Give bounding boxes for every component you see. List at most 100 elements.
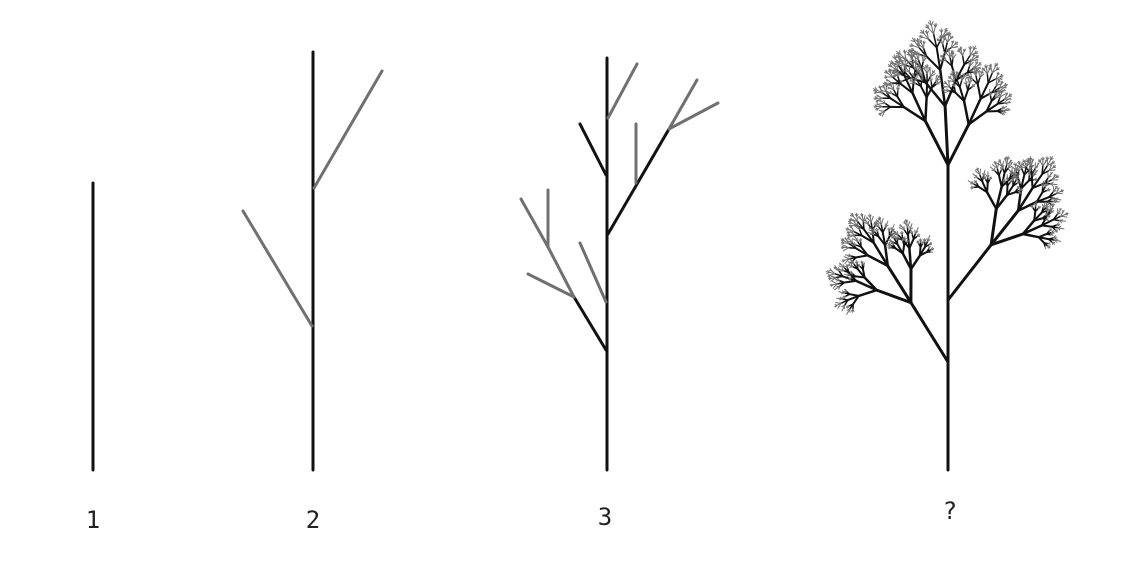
branch (1047, 245, 1049, 249)
branch (1040, 224, 1053, 228)
branch (977, 185, 989, 194)
branch (911, 91, 927, 123)
branch (923, 119, 950, 167)
branch (830, 279, 834, 282)
branch (870, 218, 873, 223)
branch (886, 264, 913, 305)
branch (848, 241, 853, 244)
branch (917, 55, 920, 61)
branch (834, 287, 838, 291)
branch (833, 281, 838, 285)
branch (1040, 210, 1048, 214)
branch (1027, 159, 1031, 162)
branch (975, 70, 978, 76)
branch (995, 74, 998, 80)
branch (861, 261, 864, 265)
branch (926, 69, 930, 75)
branch (884, 102, 892, 108)
branch (895, 68, 898, 73)
branch (971, 181, 974, 185)
branch (892, 230, 896, 233)
branch (859, 217, 864, 222)
branch (889, 233, 893, 236)
branch (976, 83, 982, 100)
branch (1002, 93, 1006, 96)
branch (894, 233, 899, 236)
branch (925, 55, 942, 71)
branch (863, 228, 875, 244)
branch (843, 279, 858, 284)
branch (985, 100, 993, 113)
branch (848, 303, 854, 307)
branch (918, 42, 921, 46)
branch (987, 72, 994, 84)
branch (986, 182, 989, 194)
branch (991, 164, 995, 167)
branch (1000, 168, 1004, 171)
branch (873, 224, 877, 226)
branch (1050, 181, 1054, 185)
branch (852, 294, 860, 305)
branch (989, 207, 998, 247)
branch (945, 86, 951, 88)
branch (845, 245, 850, 249)
branch (997, 80, 1001, 83)
branch (1021, 224, 1044, 236)
branch (1041, 189, 1048, 194)
branch (928, 27, 935, 35)
branch (888, 80, 893, 84)
branch (1007, 177, 1010, 181)
branch (912, 235, 919, 240)
branch (1015, 177, 1020, 181)
branch (991, 69, 997, 74)
branch (916, 51, 918, 55)
branch (1055, 189, 1059, 195)
branch (979, 81, 990, 100)
branch (969, 63, 973, 67)
branch (1052, 218, 1061, 222)
branch (945, 81, 947, 85)
branch (946, 53, 951, 58)
branch (921, 70, 923, 74)
branch (941, 31, 946, 39)
branch (1057, 240, 1062, 242)
branch (972, 186, 980, 189)
branch (863, 276, 878, 292)
branch (948, 48, 951, 52)
branch (847, 261, 851, 264)
branch (855, 223, 859, 226)
branch (944, 41, 948, 54)
branch-left-small (578, 241, 608, 304)
branch (1037, 236, 1045, 244)
branch (869, 214, 872, 218)
branch (969, 49, 974, 56)
branch (899, 57, 902, 61)
branch (847, 231, 851, 233)
branch (874, 104, 878, 107)
branch (908, 221, 911, 225)
branch (856, 213, 859, 217)
branch (948, 90, 957, 94)
branch (1034, 207, 1039, 213)
branch (851, 227, 855, 233)
branch (849, 226, 853, 229)
branch (857, 288, 878, 298)
branch (996, 68, 1000, 71)
branch (846, 240, 850, 242)
branch (1057, 225, 1062, 229)
branch (838, 270, 844, 278)
branch (878, 226, 884, 234)
branch (863, 221, 867, 224)
tree-stage-final (825, 19, 1069, 472)
branch (844, 247, 850, 251)
branch (935, 46, 942, 71)
branch (975, 182, 980, 188)
branch (1013, 170, 1015, 175)
branch (1054, 239, 1058, 243)
branch (877, 97, 883, 101)
branch (898, 59, 901, 67)
branch (933, 26, 936, 35)
branch (1004, 105, 1008, 108)
branch (950, 42, 953, 49)
branch-mid-left (578, 122, 608, 177)
